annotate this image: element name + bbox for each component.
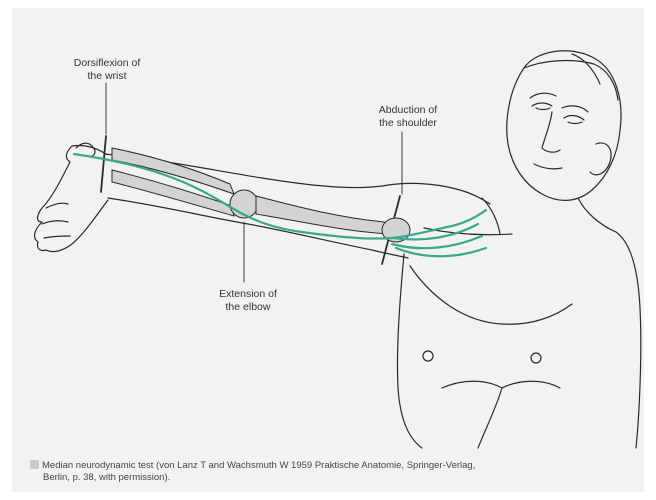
label-wrist-line-1: Dorsiflexion of <box>74 57 141 69</box>
trunk-right <box>616 232 641 448</box>
caption-line-2: Berlin, p. 38, with permission). <box>30 472 630 484</box>
label-shoulder-line-2: the shoulder <box>379 117 437 129</box>
label-elbow-extension: Extension of the elbow <box>198 288 298 314</box>
fingers <box>42 203 70 238</box>
figure-caption: Median neurodynamic test (von Lanz T and… <box>30 460 630 484</box>
nerve-plexus-3 <box>396 248 486 256</box>
caption-line-1: Median neurodynamic test (von Lanz T and… <box>42 460 475 471</box>
label-wrist-line-2: the wrist <box>87 70 126 82</box>
label-wrist-dorsiflexion: Dorsiflexion of the wrist <box>52 57 162 83</box>
hair-outline <box>524 54 618 100</box>
nose <box>542 112 560 152</box>
left-eye <box>564 116 584 124</box>
anatomical-illustration: Dorsiflexion of the wrist Abduction of t… <box>12 8 644 492</box>
label-shoulder-abduction: Abduction of the shoulder <box>347 104 469 130</box>
neck <box>482 198 616 234</box>
right-eye <box>532 103 552 110</box>
pectoral <box>410 266 572 324</box>
hand-outline <box>35 145 108 251</box>
median-nerve <box>74 154 486 239</box>
left-nipple <box>531 353 541 363</box>
head-outline <box>507 51 621 201</box>
humerus-bone <box>256 196 390 234</box>
right-nipple <box>423 351 433 361</box>
wrist-marker-line <box>101 136 106 192</box>
abdomen <box>442 381 560 448</box>
armpit-and-side <box>397 254 422 448</box>
caption-marker-icon <box>30 460 39 469</box>
mouth <box>534 164 562 169</box>
label-elbow-line-1: Extension of <box>219 288 277 300</box>
label-shoulder-line-1: Abduction of <box>379 104 437 116</box>
label-elbow-line-2: the elbow <box>226 301 271 313</box>
